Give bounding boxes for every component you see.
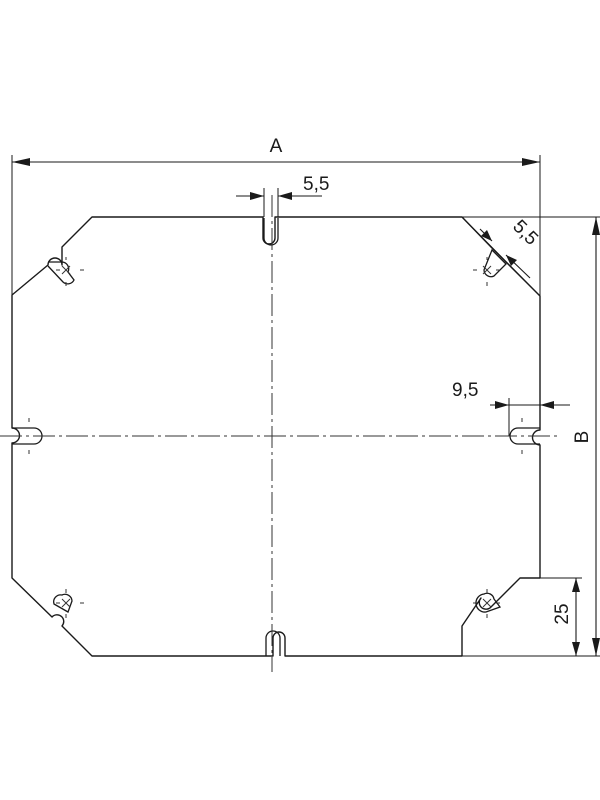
- mark-top-right: [473, 257, 500, 286]
- dimension-a-label: A: [270, 136, 283, 157]
- dimension-side-slot-depth-label: 9,5: [452, 380, 478, 401]
- dimension-corner-offset-label: 25: [552, 603, 573, 624]
- slot-bottom-center: [265, 630, 281, 656]
- slot-bottom-right: [475, 592, 502, 613]
- dimension-b-label: B: [572, 431, 593, 444]
- dimension-side-slot-depth: 9,5: [452, 380, 570, 436]
- dimension-corner-slot-width-label: 5,5: [508, 216, 542, 250]
- slot-bottom-left: [53, 593, 73, 613]
- mark-top-left: [56, 257, 84, 286]
- dimension-top-slot-width-label: 5,5: [303, 174, 329, 195]
- mounting-slots: [12, 218, 540, 656]
- mark-side-ticks: [28, 212, 523, 454]
- mark-bottom-right: [473, 589, 500, 618]
- slot-top-left: [47, 261, 75, 285]
- dimension-a: A: [11, 136, 541, 300]
- slot-top-right: [483, 248, 507, 278]
- dimension-top-slot-width: 5,5: [236, 174, 329, 217]
- dimension-b: B: [462, 216, 600, 657]
- dimension-corner-offset: 25: [540, 577, 582, 656]
- hole-center-marks: [28, 212, 523, 618]
- slot-top-center: [263, 218, 279, 246]
- mark-bottom-left: [56, 589, 84, 618]
- dimension-corner-slot-width: 5,5: [461, 216, 542, 297]
- center-lines: [0, 195, 560, 672]
